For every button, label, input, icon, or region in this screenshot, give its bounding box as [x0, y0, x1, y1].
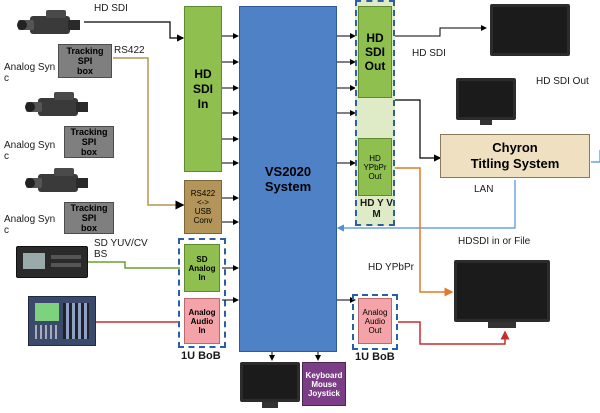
left-bob-label: 1U BoB — [181, 350, 221, 362]
hd-sdi-label: HD SDI — [94, 3, 128, 14]
left-bob-frame — [178, 238, 226, 348]
right-bob-frame — [352, 294, 398, 350]
monitor-stand — [480, 120, 492, 125]
hd-sdi-right-label: HD SDI — [412, 48, 446, 59]
tracking-spi-box: Tracking SPI box — [58, 44, 112, 78]
rs422-link — [113, 57, 185, 210]
analog-sync-label: Analog Syn c — [4, 140, 56, 162]
vs2020-system-box: VS2020 System — [239, 6, 337, 352]
sdi-to-chyron-link — [393, 99, 442, 162]
hd-sdi-out-monitor-icon — [490, 4, 570, 56]
sd-yuv-label: SD YUV/CV BS — [94, 238, 148, 260]
ypbpr-link — [391, 167, 454, 297]
sd-analog-in-box: SD Analog In — [184, 244, 220, 292]
video-recorder-icon — [16, 246, 88, 278]
hd-sdi-out-box: HD SDI Out — [358, 6, 392, 98]
analog-audio-out-box: Analog Audio Out — [358, 298, 392, 344]
camera-icon — [24, 166, 90, 200]
tracking-spi-box: Tracking SPI box — [64, 126, 114, 158]
analog-sync-label: Analog Syn c — [4, 214, 56, 236]
tracking-spi-box: Tracking SPI box — [64, 202, 114, 234]
right-bob-label: 1U BoB — [355, 351, 395, 363]
camera-icon — [16, 8, 82, 42]
sd-yuv-link — [82, 261, 180, 269]
operator-monitor-icon — [240, 362, 300, 402]
hd-sdi-in-link — [84, 21, 185, 42]
analog-audio-in-box: Analog Audio In — [184, 298, 220, 344]
analog-sync-label: Analog Syn c — [4, 62, 56, 84]
chyron-monitor-icon — [456, 78, 516, 120]
hd-sdi-out-label: HD SDI Out — [536, 76, 589, 87]
monitor-stand — [488, 322, 516, 328]
hd-ypbpr-out-box: HD YPbPr Out — [358, 138, 392, 196]
hd-ypbpr-monitor-icon — [454, 260, 550, 322]
rs422-usb-box: RS422 <-> USB Conv — [184, 180, 222, 234]
lan-link — [591, 150, 600, 163]
camera-icon — [24, 90, 90, 124]
audio-out-link — [398, 321, 510, 345]
monitor-stand — [262, 402, 278, 408]
hdsdi-file-label: HDSDI in or File — [458, 236, 531, 247]
keyboard-mouse-joystick-box: Keyboard Mouse Joystick — [302, 362, 346, 406]
lan-return-link — [336, 180, 516, 232]
lan-label: LAN — [474, 184, 494, 195]
hd-ypbpr-label: HD YPbPr — [368, 262, 414, 273]
rs422-label: RS422 — [114, 45, 145, 56]
audio-mixer-icon — [28, 296, 96, 346]
hd-sdi-in-box: HD SDI In — [184, 6, 222, 172]
chyron-titling-box: Chyron Titling System — [440, 134, 590, 178]
hd-ypbpr-partial-label: HD Y V M — [360, 198, 393, 220]
